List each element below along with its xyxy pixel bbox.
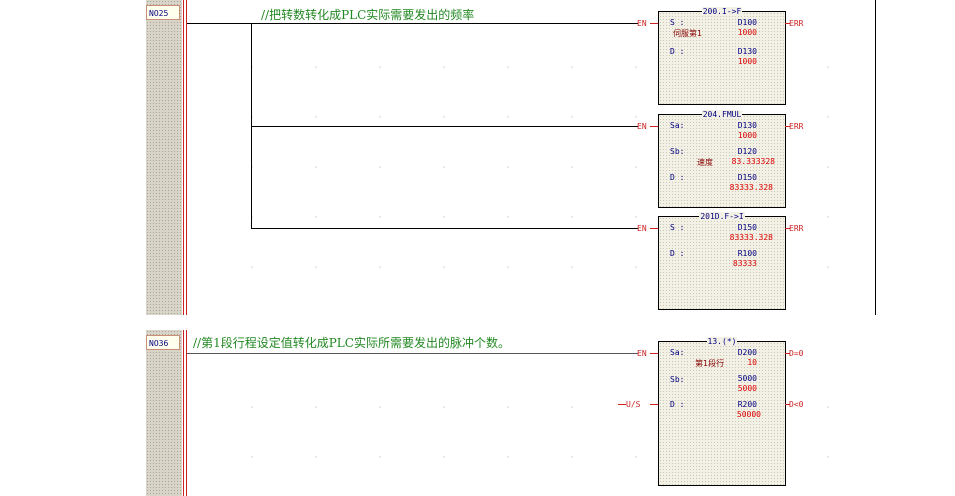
param-var-r200[interactable]: R200 xyxy=(737,400,757,409)
rung-wire-4 xyxy=(187,353,638,354)
out2-wire-13 xyxy=(785,404,790,405)
out2-label-13: D<0 xyxy=(789,400,804,409)
err-label-200: ERR xyxy=(789,19,804,28)
param-var-r100[interactable]: R100 xyxy=(737,249,757,258)
param-label-s3: S : xyxy=(670,223,685,232)
right-power-rail xyxy=(875,0,876,315)
param-label-sa2: Sa: xyxy=(670,348,685,357)
param-var-d120[interactable]: D120 xyxy=(737,147,757,156)
en-wire-201d xyxy=(650,228,659,229)
left-power-rail-2b xyxy=(186,330,187,496)
param-val-d130b: 1000 xyxy=(737,131,757,140)
en-label-200: EN xyxy=(637,19,647,28)
param-val-d130: 1000 xyxy=(737,57,757,66)
param-var-5000[interactable]: 5000 xyxy=(737,374,757,383)
param-val-d150: 83333.328 xyxy=(729,183,773,192)
block-title-204: 204.FMUL xyxy=(701,110,743,119)
en-wire-13 xyxy=(650,353,659,354)
us-label-13: U/S xyxy=(626,400,641,409)
block-title-200: 200.I->F xyxy=(701,7,743,16)
param-label-d2: D : xyxy=(670,173,685,182)
out1-wire-13 xyxy=(785,353,790,354)
err-label-201d: ERR xyxy=(789,224,804,233)
param-note-servo: 伺服第1 xyxy=(673,29,703,38)
err-wire-204 xyxy=(785,126,790,127)
param-val-d150b: 83333.328 xyxy=(729,233,773,242)
en-wire-200 xyxy=(650,23,659,24)
param-val-d200: 10 xyxy=(747,358,757,367)
rung-wire-3 xyxy=(251,228,638,229)
param-val-d100: 1000 xyxy=(737,28,757,37)
line-number-column-2 xyxy=(146,330,182,496)
param-label-d4: D : xyxy=(670,400,685,409)
param-var-d130b[interactable]: D130 xyxy=(737,121,757,130)
param-label-d3: D : xyxy=(670,249,685,258)
function-block-200-i-to-f[interactable]: 200.I->F S : D100 伺服第1 1000 D : D130 100… xyxy=(658,7,786,105)
param-label-sa: Sa: xyxy=(670,121,685,130)
en-wire-204 xyxy=(650,126,659,127)
us-wire-13b xyxy=(650,404,659,405)
param-note-stage1: 第1段行 xyxy=(695,359,725,368)
rung-wire-1 xyxy=(187,23,638,24)
network-number-2[interactable]: NO36 xyxy=(146,335,180,350)
param-var-d130[interactable]: D130 xyxy=(737,47,757,56)
param-label-sb: Sb: xyxy=(670,147,685,156)
us-wire-13 xyxy=(618,404,626,405)
rung-comment-1[interactable]: //把转数转化成PLC实际需要发出的频率 xyxy=(261,8,475,22)
param-var-d150[interactable]: D150 xyxy=(737,173,757,182)
en-label-13: EN xyxy=(637,349,647,358)
param-var-d150b[interactable]: D150 xyxy=(737,223,757,232)
rung-wire-2 xyxy=(251,126,638,127)
param-val-r200: 50000 xyxy=(736,410,761,419)
err-wire-201d xyxy=(785,228,790,229)
param-var-d200[interactable]: D200 xyxy=(737,348,757,357)
function-block-204-fmul[interactable]: 204.FMUL Sa: D130 1000 Sb: D120 速度 83.33… xyxy=(658,110,786,208)
param-var-d100[interactable]: D100 xyxy=(737,18,757,27)
left-power-rail-1b xyxy=(186,0,187,315)
param-note-speed: 速度 xyxy=(697,158,713,167)
left-power-rail-1 xyxy=(183,0,184,315)
err-label-204: ERR xyxy=(789,122,804,131)
left-power-rail-2 xyxy=(183,330,184,496)
function-block-201d-f-to-i[interactable]: 201D.F->I S : D150 83333.328 D : R100 83… xyxy=(658,212,786,310)
en-label-201d: EN xyxy=(637,224,647,233)
rung-comment-2[interactable]: //第1段行程设定值转化成PLC实际所需要发出的脉冲个数。 xyxy=(193,336,510,350)
param-val-5000: 5000 xyxy=(737,384,757,393)
param-label-d: D : xyxy=(670,47,685,56)
function-block-13-mul[interactable]: 13.(*) Sa: D200 第1段行 10 Sb: 5000 5000 D … xyxy=(658,337,786,486)
en-label-204: EN xyxy=(637,122,647,131)
err-wire-200 xyxy=(785,23,790,24)
line-number-column-1 xyxy=(146,0,182,315)
block-title-201d: 201D.F->I xyxy=(699,212,745,221)
block-title-13: 13.(*) xyxy=(706,337,738,346)
param-label-sb2: Sb: xyxy=(670,375,685,384)
param-label-s: S : xyxy=(670,18,685,27)
param-val-r100: 83333 xyxy=(732,259,757,268)
network-number-1[interactable]: NO25 xyxy=(146,5,180,20)
out1-label-13: D=0 xyxy=(789,349,804,358)
param-val-d120: 83.333328 xyxy=(731,157,775,166)
